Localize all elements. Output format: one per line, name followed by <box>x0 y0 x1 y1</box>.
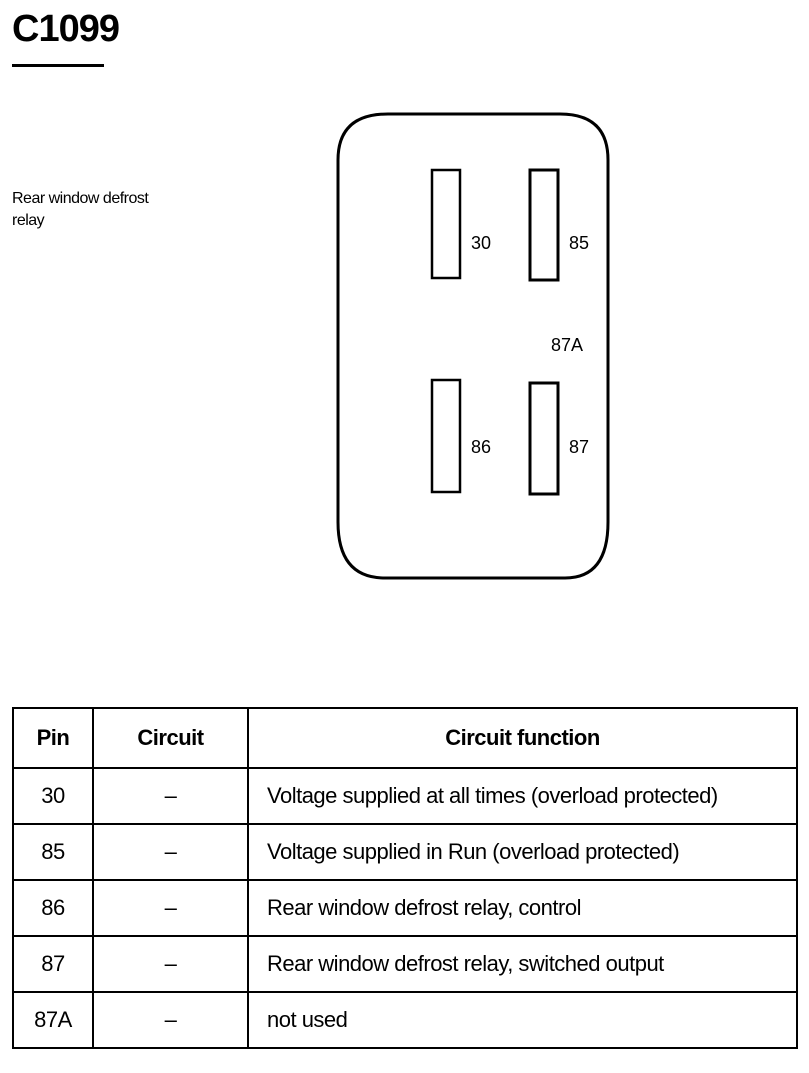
pin-30-label: 30 <box>471 233 491 253</box>
cell-circuit-function: not used <box>247 991 798 1049</box>
connector-caption: Rear window defrost relay <box>12 188 182 232</box>
header-pin: Pin <box>12 707 94 769</box>
cell-circuit-function: Voltage supplied in Run (overload protec… <box>247 823 798 881</box>
pin-86-label: 86 <box>471 437 491 457</box>
cell-circuit: – <box>92 767 249 825</box>
pin-30-terminal <box>430 168 462 280</box>
connector-housing <box>336 112 610 580</box>
table-row: 86 – Rear window defrost relay, control <box>12 879 798 937</box>
cell-circuit: – <box>92 879 249 937</box>
cell-pin: 87 <box>12 935 94 993</box>
cell-pin: 85 <box>12 823 94 881</box>
caption-line-2: relay <box>12 212 45 229</box>
pin-87-terminal <box>528 381 560 496</box>
cell-circuit: – <box>92 991 249 1049</box>
pin-87-label: 87 <box>569 437 589 457</box>
table-row: 85 – Voltage supplied in Run (overload p… <box>12 823 798 881</box>
header-circuit-function: Circuit function <box>247 707 798 769</box>
caption-line-1: Rear window defrost <box>12 190 149 207</box>
pin-85-label: 85 <box>569 233 589 253</box>
cell-pin: 30 <box>12 767 94 825</box>
cell-circuit-function: Rear window defrost relay, switched outp… <box>247 935 798 993</box>
connector-title: C1099 <box>12 8 120 50</box>
pin-87a-label: 87A <box>551 335 583 355</box>
connector-face-diagram: 30 85 86 87 87A <box>336 112 610 580</box>
title-underline <box>12 64 104 67</box>
table-row: 87 – Rear window defrost relay, switched… <box>12 935 798 993</box>
table-header-row: Pin Circuit Circuit function <box>12 707 798 769</box>
cell-circuit-function: Voltage supplied at all times (overload … <box>247 767 798 825</box>
pin-86-terminal <box>430 378 462 494</box>
cell-pin: 87A <box>12 991 94 1049</box>
cell-circuit: – <box>92 823 249 881</box>
header-circuit: Circuit <box>92 707 249 769</box>
table-row: 87A – not used <box>12 991 798 1049</box>
table-row: 30 – Voltage supplied at all times (over… <box>12 767 798 825</box>
cell-circuit: – <box>92 935 249 993</box>
cell-circuit-function: Rear window defrost relay, control <box>247 879 798 937</box>
pin-85-terminal <box>528 168 560 282</box>
cell-pin: 86 <box>12 879 94 937</box>
pin-function-table: Pin Circuit Circuit function 30 – Voltag… <box>12 707 798 1049</box>
